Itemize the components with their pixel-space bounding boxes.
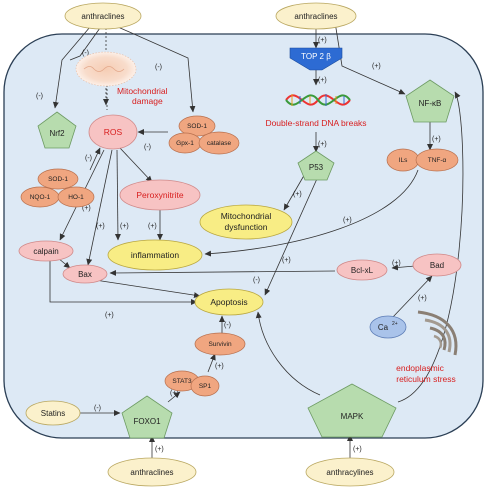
nrf2-node: Nrf2 xyxy=(37,111,77,149)
label-plus-inflam: (+) xyxy=(120,223,129,230)
label-plus-apop-p53: (+) xyxy=(282,257,291,264)
antioxidant-cluster-right: SOD-1 Gpx-1 catalase xyxy=(168,115,240,155)
svg-text:calpain: calpain xyxy=(33,247,58,256)
label-plus-tnf: (+) xyxy=(432,136,441,143)
apoptosis-node: Apoptosis xyxy=(194,288,264,316)
nfkb-node: NF-κB xyxy=(405,79,455,123)
svg-text:SOD-1: SOD-1 xyxy=(48,176,68,183)
svg-text:P53: P53 xyxy=(309,163,324,172)
anthracyclines-top-left: anthraclines xyxy=(64,2,142,30)
label-plus-bad: (+) xyxy=(392,260,401,267)
label-minus-survivin: (-) xyxy=(224,322,231,329)
label-plus-foxo: (+) xyxy=(170,390,179,397)
label-plus-mitodys: (+) xyxy=(293,191,302,198)
anthracyclines-bottom-right: anthracylines xyxy=(305,457,395,487)
stat3-sp1-cluster: STAT3 SP1 xyxy=(164,370,220,397)
label-plus-sp1: (+) xyxy=(215,363,224,370)
peroxynitrite-node: Peroxynitrite xyxy=(119,179,201,211)
label-plus-p53: (+) xyxy=(318,141,327,148)
mapk-node: MAPK xyxy=(307,383,397,438)
svg-text:Bad: Bad xyxy=(430,261,444,270)
label-plus-inflam-r: (+) xyxy=(343,217,352,224)
svg-text:anthraclines: anthraclines xyxy=(294,12,337,21)
svg-text:Apoptosis: Apoptosis xyxy=(210,297,247,307)
label-plus-top2: (+) xyxy=(318,37,327,44)
bclxl-node: Bcl-xL xyxy=(336,259,388,281)
svg-text:Bcl-xL: Bcl-xL xyxy=(351,266,374,275)
label-minus-mito: (-) xyxy=(82,50,89,57)
survivin-node: Survivin xyxy=(194,332,246,356)
label-plus-nfkb: (+) xyxy=(372,63,381,70)
antioxidant-cluster-left: SOD-1 NQO-1 HO-1 xyxy=(20,168,95,208)
svg-text:dysfunction: dysfunction xyxy=(225,222,268,232)
svg-text:Peroxynitrite: Peroxynitrite xyxy=(136,190,184,200)
svg-text:FOXO1: FOXO1 xyxy=(133,417,161,426)
svg-text:inflammation: inflammation xyxy=(131,250,179,260)
mitochondrial-dysfunction-node: Mitochondrial dysfunction xyxy=(199,204,293,240)
label-plus-peroxy: (+) xyxy=(148,223,157,230)
foxo1-node: FOXO1 xyxy=(121,395,173,439)
svg-text:TOP 2 β: TOP 2 β xyxy=(301,52,331,61)
label-minus-catalase: (-) xyxy=(144,144,151,151)
svg-text:ROS: ROS xyxy=(104,127,123,137)
cytokines-cluster: ILs TNF-α xyxy=(386,148,459,172)
mito-damage-line2: damage xyxy=(132,96,163,106)
label-plus-calpain-apop: (+) xyxy=(105,312,114,319)
svg-text:TNF-α: TNF-α xyxy=(428,157,447,164)
dna-helix-icon xyxy=(285,94,351,106)
svg-text:anthraclines: anthraclines xyxy=(81,12,124,21)
calcium-node: Ca 2+ xyxy=(369,315,407,339)
label-plus-calpain: (+) xyxy=(82,205,91,212)
mitochondrial-damage-node: Mitochondrial damage xyxy=(75,51,168,106)
endoplasmic-reticulum-icon xyxy=(417,310,458,356)
label-minus-statins: (-) xyxy=(94,405,101,412)
label-plus-anthra-mapk: (+) xyxy=(353,446,362,453)
bad-node: Bad xyxy=(412,253,462,277)
svg-text:catalase: catalase xyxy=(207,140,232,147)
label-plus-dna: (+) xyxy=(318,77,327,84)
svg-text:NQO-1: NQO-1 xyxy=(30,194,51,201)
anthracyclines-top-right: anthraclines xyxy=(275,2,357,30)
ros-node: ROS xyxy=(88,114,138,150)
anthracyclines-bottom-left: anthraclines xyxy=(107,457,197,487)
er-stress-line2: reticulum stress xyxy=(396,374,456,384)
label-minus-nrf2: (-) xyxy=(36,93,43,100)
svg-text:anthracylines: anthracylines xyxy=(326,468,373,477)
svg-text:Survivin: Survivin xyxy=(208,341,232,348)
dsb-label: Double-strand DNA breaks xyxy=(265,118,366,128)
svg-text:SP1: SP1 xyxy=(199,383,212,390)
svg-text:Statins: Statins xyxy=(41,409,65,418)
bax-node: Bax xyxy=(62,264,108,284)
svg-text:MAPK: MAPK xyxy=(341,412,364,421)
inflammation-node: inflammation xyxy=(107,239,203,271)
label-plus-anthra-foxo: (+) xyxy=(155,446,164,453)
calpain-node: calpain xyxy=(18,240,74,262)
svg-text:NF-κB: NF-κB xyxy=(419,99,442,108)
svg-text:HO-1: HO-1 xyxy=(68,194,84,201)
svg-text:Ca: Ca xyxy=(378,323,389,332)
top2b-node: TOP 2 β xyxy=(289,47,343,71)
svg-text:anthraclines: anthraclines xyxy=(130,468,173,477)
edge-labels: (-) (-) (-) (-) (-) (+) (+) (+) (+) (+) … xyxy=(36,37,441,453)
svg-text:Bax: Bax xyxy=(78,270,92,279)
svg-text:2+: 2+ xyxy=(392,321,398,327)
p53-node: P53 xyxy=(297,150,335,181)
svg-text:Mitochondrial: Mitochondrial xyxy=(221,211,272,221)
label-minus-sodleft: (-) xyxy=(85,155,92,162)
statins-node: Statins xyxy=(25,400,81,426)
svg-text:STAT3: STAT3 xyxy=(172,378,192,385)
er-stress-line1: endoplasmic xyxy=(396,363,444,373)
svg-text:ILs: ILs xyxy=(399,157,408,164)
svg-text:Gpx-1: Gpx-1 xyxy=(176,140,194,147)
svg-text:Nrf2: Nrf2 xyxy=(49,129,65,138)
label-plus-ca: (+) xyxy=(418,295,427,302)
label-plus-bax: (+) xyxy=(96,223,105,230)
label-minus-bcl: (-) xyxy=(253,277,260,284)
svg-text:SOD-1: SOD-1 xyxy=(187,123,207,130)
label-minus-sod: (-) xyxy=(155,64,162,71)
mito-damage-line1: Mitochondrial xyxy=(117,86,168,96)
